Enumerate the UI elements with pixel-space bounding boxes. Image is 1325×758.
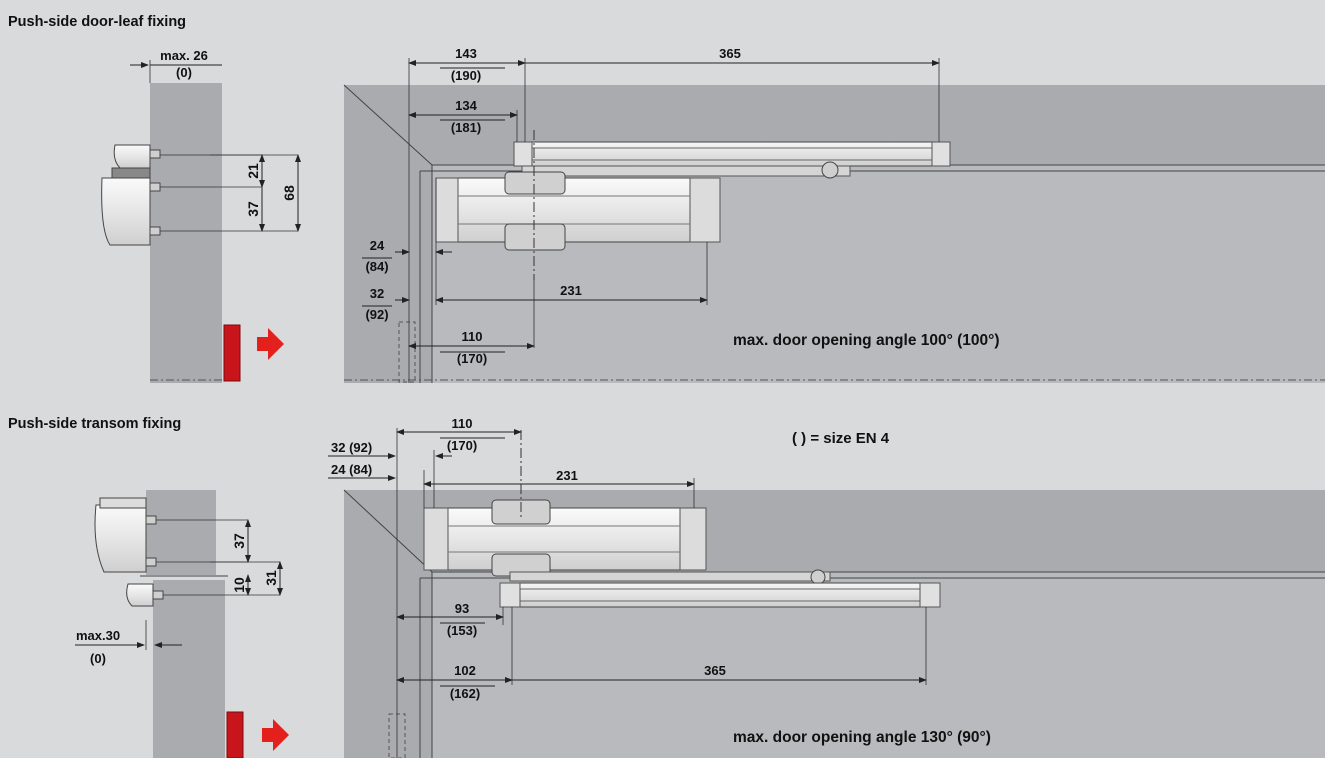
top-side-closer-body — [101, 177, 151, 246]
top-dim-84: (84) — [365, 259, 388, 274]
top-side-arm-block — [113, 144, 151, 169]
bottom-side-arm-block — [126, 583, 154, 607]
top-plan-view: 143 (190) 365 134 (181) 24 (84) 32 (92) … — [343, 46, 1325, 383]
top-opening-angle: max. door opening angle 100° (100°) — [733, 332, 1000, 349]
bottom-side-dim-37: 37 — [231, 533, 247, 549]
top-dim-110: 110 — [462, 329, 483, 344]
top-slide-rail — [513, 141, 951, 167]
top-dim-92: (92) — [365, 307, 388, 322]
transom-profile — [146, 490, 216, 575]
bottom-dim-32-92: 32 (92) — [331, 440, 372, 455]
bottom-side-dim-10: 10 — [231, 577, 247, 593]
bottom-dim-162: (162) — [450, 686, 480, 701]
bottom-door-area — [432, 572, 1325, 758]
bottom-plan-view: 110 (170) 32 (92) 24 (84) 231 93 (153) 1… — [328, 416, 1325, 758]
bottom-dim-231: 231 — [556, 468, 578, 483]
top-side-dim-68: 68 — [281, 185, 297, 201]
bottom-dim-93: 93 — [455, 601, 469, 616]
bottom-dim-170: (170) — [447, 438, 477, 453]
bottom-side-max-30-en4: (0) — [90, 651, 106, 666]
bottom-dim-110: 110 — [452, 416, 473, 431]
bottom-hinge — [226, 711, 244, 758]
top-side-dim-21: 21 — [245, 163, 261, 179]
bottom-side-view: 37 10 31 max.30 (0) — [75, 490, 289, 758]
top-side-max-26-en4: (0) — [176, 65, 192, 80]
top-hinge — [223, 324, 241, 382]
bottom-closer-body — [423, 507, 707, 571]
top-dim-190: (190) — [451, 68, 481, 83]
top-closer-body — [435, 177, 721, 243]
bottom-slide-rail — [499, 582, 941, 608]
top-dim-32: 32 — [370, 286, 384, 301]
top-dim-231: 231 — [560, 283, 582, 298]
bottom-side-dim-31: 31 — [263, 570, 279, 586]
top-dim-134: 134 — [455, 98, 477, 113]
top-dim-143: 143 — [455, 46, 477, 61]
legend-en4: ( ) = size EN 4 — [792, 430, 890, 447]
bottom-opening-angle: max. door opening angle 130° (90°) — [733, 729, 991, 746]
bottom-dim-153: (153) — [447, 623, 477, 638]
top-section-title: Push-side door-leaf fixing — [8, 14, 186, 30]
top-dim-24: 24 — [370, 238, 385, 253]
top-dim-181: (181) — [451, 120, 481, 135]
top-side-view: max. 26 (0) 21 37 68 — [101, 48, 301, 383]
bottom-side-closer-body — [94, 504, 147, 573]
bottom-side-max-30: max.30 — [76, 628, 120, 643]
top-side-dim-37: 37 — [245, 201, 261, 217]
top-dim-365: 365 — [719, 46, 741, 61]
bottom-push-arrow-icon — [262, 719, 289, 751]
door-leaf-bottom-profile — [153, 580, 225, 758]
top-push-arrow-icon — [257, 328, 284, 360]
top-dim-170: (170) — [457, 351, 487, 366]
top-side-max-26: max. 26 — [160, 48, 208, 63]
bottom-dim-24-84: 24 (84) — [331, 462, 372, 477]
bottom-section-title: Push-side transom fixing — [8, 416, 181, 432]
bottom-dim-365: 365 — [704, 663, 726, 678]
bottom-dim-102: 102 — [454, 663, 476, 678]
door-leaf-profile — [150, 83, 222, 383]
